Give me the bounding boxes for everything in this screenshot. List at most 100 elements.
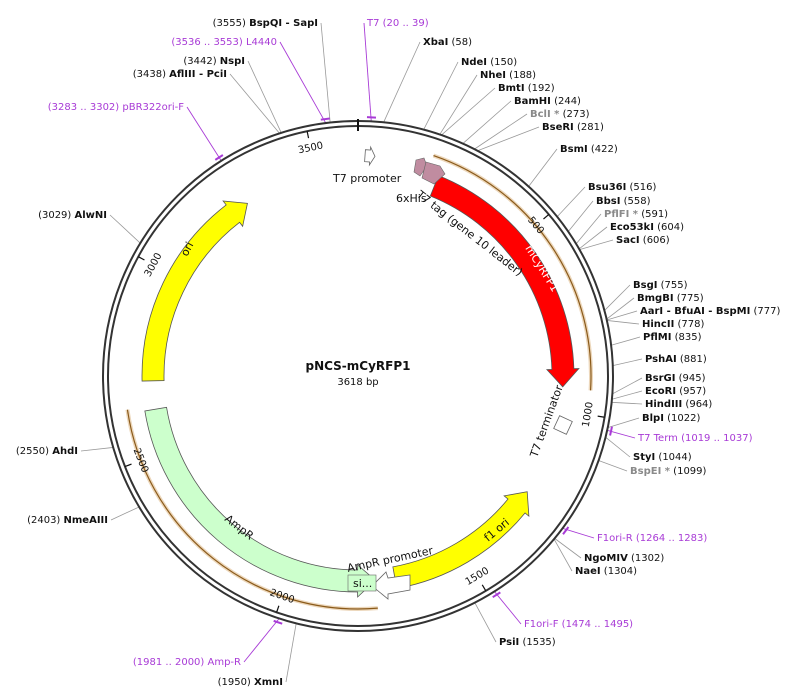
primer-mark <box>214 154 224 161</box>
primer-line <box>279 41 327 124</box>
site-line <box>606 310 638 321</box>
site-line <box>579 239 614 251</box>
site-label[interactable]: BmtI (192) <box>498 83 555 94</box>
tick-label: 1500 <box>464 565 491 587</box>
primer-mark <box>562 526 570 535</box>
site-line <box>528 148 558 187</box>
tick-mark <box>481 584 487 592</box>
site-line <box>383 41 421 123</box>
site-label[interactable]: BsmI (422) <box>560 144 618 155</box>
t7-tag-arrow[interactable] <box>421 161 446 185</box>
orf-arcs <box>125 153 593 611</box>
ampr-promoter-arrow[interactable] <box>371 571 411 600</box>
t7-terminator-box[interactable] <box>553 415 573 435</box>
feature-mcyrfp1[interactable] <box>429 175 580 388</box>
feature-arrows <box>141 175 580 598</box>
primer-label[interactable]: (3283 .. 3302) pBR322ori-F <box>48 102 184 113</box>
site-line <box>606 297 635 320</box>
label-signal: si... <box>353 577 372 590</box>
primer-label[interactable]: T7 Term (1019 .. 1037) <box>637 433 753 444</box>
site-label[interactable]: PflMI (835) <box>643 332 702 343</box>
site-label[interactable]: BamHI (244) <box>514 96 581 107</box>
site-label[interactable]: BseRI (281) <box>542 122 604 133</box>
site-label[interactable]: EcoRI (957) <box>645 386 706 397</box>
site-line <box>423 61 459 130</box>
site-label[interactable]: (3442) NspI <box>183 56 245 67</box>
site-label[interactable]: BspEI * (1099) <box>630 466 707 477</box>
primer-line <box>243 618 280 663</box>
site-label[interactable]: NheI (188) <box>480 70 536 81</box>
primer-label[interactable]: (1981 .. 2000) Amp-R <box>133 657 241 668</box>
primer-mark <box>609 426 613 436</box>
ampr-signal-box[interactable] <box>347 574 377 592</box>
site-label[interactable]: BmgBI (775) <box>637 293 704 304</box>
label-ori: ori <box>178 240 196 259</box>
site-line <box>229 73 280 134</box>
tick-label: 3000 <box>143 251 165 279</box>
site-label[interactable]: (3555) BspQI - SapI <box>213 18 318 29</box>
site-label[interactable]: HincII (778) <box>642 319 704 330</box>
tick-mark <box>306 131 310 139</box>
site-label[interactable]: NgoMIV (1302) <box>584 553 664 564</box>
primer-label[interactable]: F1ori-F (1474 .. 1495) <box>524 619 633 630</box>
site-label[interactable]: (3029) AlwNI <box>38 210 107 221</box>
site-label[interactable]: PsiI (1535) <box>499 637 556 648</box>
site-line <box>607 417 640 429</box>
feature-ampr[interactable] <box>144 406 377 598</box>
site-label[interactable]: (2403) NmeAIII <box>27 515 108 526</box>
site-label[interactable]: NdeI (150) <box>461 57 517 68</box>
site-label[interactable]: Eco53kI (604) <box>610 222 684 233</box>
site-label[interactable]: AarI - BfuAI - BspMI (777) <box>640 306 780 317</box>
site-label[interactable]: (2550) AhdI <box>16 446 78 457</box>
tick-mark <box>276 605 280 613</box>
site-line <box>598 460 628 472</box>
backbone-outer <box>102 120 614 632</box>
primer-line <box>494 591 522 625</box>
site-line <box>110 506 140 521</box>
primer-label[interactable]: T7 (20 .. 39) <box>366 18 429 29</box>
site-line <box>439 74 478 135</box>
site-label[interactable]: StyI (1044) <box>633 452 692 463</box>
primer-line <box>363 22 372 122</box>
site-label[interactable]: BbsI (558) <box>596 196 651 207</box>
tick-mark <box>138 256 145 261</box>
site-label[interactable]: BclI * (273) <box>530 109 590 120</box>
plasmid-length: 3618 bp <box>337 377 378 388</box>
feature-f1ori[interactable] <box>392 491 530 589</box>
site-line <box>611 401 643 405</box>
site-line <box>474 113 528 150</box>
primer-label[interactable]: F1ori-R (1264 .. 1283) <box>597 533 707 544</box>
site-label[interactable]: BsrGI (945) <box>645 373 706 384</box>
site-label[interactable]: Bsu36I (516) <box>588 182 657 193</box>
site-label[interactable]: SacI (606) <box>616 235 670 246</box>
site-line <box>320 22 331 123</box>
label-6xhis: 6xHis <box>396 192 427 205</box>
site-labels: XbaI (58) NdeI (150) NheI (188) BmtI (192) B… <box>16 18 781 688</box>
site-line <box>605 436 631 458</box>
site-label[interactable]: XbaI (58) <box>423 37 472 48</box>
site-line <box>612 377 643 395</box>
site-line <box>606 320 640 325</box>
site-label[interactable]: HindIII (964) <box>645 399 712 410</box>
orf-line <box>126 409 378 610</box>
feature-ori[interactable] <box>141 200 248 382</box>
primer-mark <box>320 117 330 121</box>
site-connector-lines <box>80 22 643 683</box>
site-label[interactable]: (3438) AflIII - PciI <box>133 69 227 80</box>
site-line <box>575 213 602 245</box>
site-label[interactable]: NaeI (1304) <box>575 566 637 577</box>
t7-promoter-arrow[interactable] <box>364 145 376 167</box>
primer-label[interactable]: (3536 .. 3553) L4440 <box>171 37 277 48</box>
site-line <box>604 284 631 311</box>
site-line <box>441 87 496 136</box>
site-line <box>554 538 582 559</box>
site-label[interactable]: BsgI (755) <box>633 280 688 291</box>
site-line <box>611 336 641 346</box>
site-label[interactable]: PshAI (881) <box>645 354 707 365</box>
backbone-inner <box>107 125 609 627</box>
site-label[interactable]: PflFI * (591) <box>604 209 668 220</box>
site-label[interactable]: BlpI (1022) <box>642 413 700 424</box>
tick-label: 2000 <box>268 587 296 606</box>
site-label[interactable]: (1950) XmnI <box>218 677 283 688</box>
